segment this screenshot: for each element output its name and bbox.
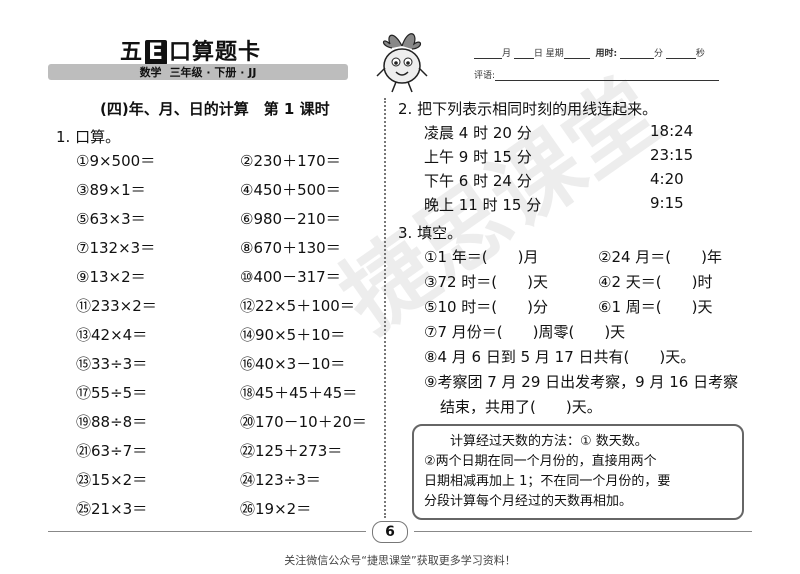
q3-title: 3. 填空。 — [398, 224, 463, 242]
q1-item: ⑫22×5＋100＝ — [240, 297, 355, 315]
tip-line: 分段计算每个月经过的天数再相加。 — [424, 494, 633, 509]
q1-item: ⑱45＋45＋45＝ — [240, 384, 358, 402]
q1-item: ⑦132×3＝ — [76, 239, 156, 257]
q1-item: ⑮33÷3＝ — [76, 355, 148, 373]
q3-line[interactable]: ⑥1 周＝( )天 — [598, 298, 713, 316]
q1-item: ⑭90×5＋10＝ — [240, 326, 346, 344]
q3-line[interactable]: ⑧4 月 6 日到 5 月 17 日共有( )天。 — [424, 348, 696, 366]
brand-pre: 五 — [120, 40, 144, 65]
q1-item: ⑰55÷5＝ — [76, 384, 148, 402]
tip-line: ②两个日期在同一个月份的，直接用两个 — [424, 454, 657, 469]
q2-right-item[interactable]: 9:15 — [650, 194, 684, 212]
brand-post: 口算题卡 — [169, 40, 262, 65]
q2-left-item[interactable]: 下午 6 时 24 分 — [424, 172, 532, 190]
tip-line: 计算经过天数的方法：① 数天数。 — [424, 434, 648, 449]
comment-blank[interactable] — [495, 70, 720, 81]
q1-item: ⑲88÷8＝ — [76, 413, 148, 431]
week-blank[interactable] — [563, 48, 590, 59]
q3-line[interactable]: ①1 年＝( )月 — [424, 248, 539, 266]
q1-item: ㉔123÷3＝ — [240, 471, 321, 489]
q3-line[interactable]: 结束，共用了( )天。 — [440, 398, 602, 416]
q2-right-item[interactable]: 23:15 — [650, 146, 694, 164]
q1-item: ㉑63÷7＝ — [76, 442, 148, 460]
q1-item: ⑬42×4＝ — [76, 326, 148, 344]
q3-line[interactable]: ②24 月＝( )年 — [598, 248, 723, 266]
footer-line-right — [414, 531, 752, 532]
q3-line[interactable]: ③72 时＝( )天 — [424, 273, 549, 291]
q1-item: ⑯40×3－10＝ — [240, 355, 346, 373]
radish-mascot-icon — [376, 33, 428, 93]
grade-label: 三年级 · 下册 · JJ — [169, 66, 257, 79]
q1-item: ⑧670＋130＝ — [240, 239, 341, 257]
q1-item: ㉕21×3＝ — [76, 500, 148, 518]
subject-label: 数学 — [139, 66, 162, 79]
q1-item: ③89×1＝ — [76, 181, 146, 199]
minute-blank[interactable] — [620, 48, 655, 59]
section-title: (四)年、月、日的计算 第 1 课时 — [100, 100, 330, 118]
q2-right-item[interactable]: 4:20 — [650, 170, 684, 188]
q3-line[interactable]: ⑦7 月份＝( )周零( )天 — [424, 323, 626, 341]
q1-item: ⑤63×3＝ — [76, 210, 146, 228]
comment-line: 评语: — [474, 68, 720, 81]
q1-item: ⑥980－210＝ — [240, 210, 341, 228]
q1-item: ①9×500＝ — [76, 152, 156, 170]
q1-item: ②230＋170＝ — [240, 152, 341, 170]
q3-line[interactable]: ⑨考察团 7 月 29 日出发考察，9 月 16 日考察 — [424, 373, 739, 391]
subject-bar: 数学 三年级 · 下册 · JJ — [48, 64, 348, 80]
q1-item: ⑨13×2＝ — [76, 268, 146, 286]
q1-title: 1. 口算。 — [56, 128, 121, 146]
brand-e-logo: E — [145, 40, 168, 65]
q3-line[interactable]: ⑤10 时＝( )分 — [424, 298, 549, 316]
q1-item: ⑩400－317＝ — [240, 268, 341, 286]
q1-item: ⑳170－10＋20＝ — [240, 413, 367, 431]
q1-item: ④450＋500＝ — [240, 181, 341, 199]
day-blank[interactable] — [513, 48, 534, 59]
second-blank[interactable] — [665, 48, 696, 59]
q2-left-item[interactable]: 凌晨 4 时 20 分 — [424, 124, 532, 142]
q2-left-item[interactable]: 上午 9 时 15 分 — [424, 148, 532, 166]
q1-item: ⑪233×2＝ — [76, 297, 157, 315]
q2-left-item[interactable]: 晚上 11 时 15 分 — [424, 196, 542, 214]
q1-item: ㉓15×2＝ — [76, 471, 148, 489]
tip-box: 计算经过天数的方法：① 数天数。 ②两个日期在同一个月份的，直接用两个 日期相减… — [412, 424, 744, 520]
q2-right-item[interactable]: 18:24 — [650, 122, 694, 140]
footer-line-left — [48, 531, 366, 532]
column-divider — [384, 98, 386, 518]
month-blank[interactable] — [474, 48, 502, 59]
date-time-line: 月 日 星期 用时: 分 秒 — [474, 46, 705, 59]
page-number: 6 — [372, 521, 408, 543]
footer-text: 关注微信公众号“捷思课堂”获取更多学习资料！ — [284, 554, 516, 567]
tip-line: 日期相减再加上 1；不在同一个月份的，要 — [424, 474, 671, 489]
q2-title: 2. 把下列表示相同时刻的用线连起来。 — [398, 100, 658, 118]
q3-line[interactable]: ④2 天＝( )时 — [598, 273, 713, 291]
q1-item: ㉒125＋273＝ — [240, 442, 343, 460]
q1-item: ㉖19×2＝ — [240, 500, 312, 518]
